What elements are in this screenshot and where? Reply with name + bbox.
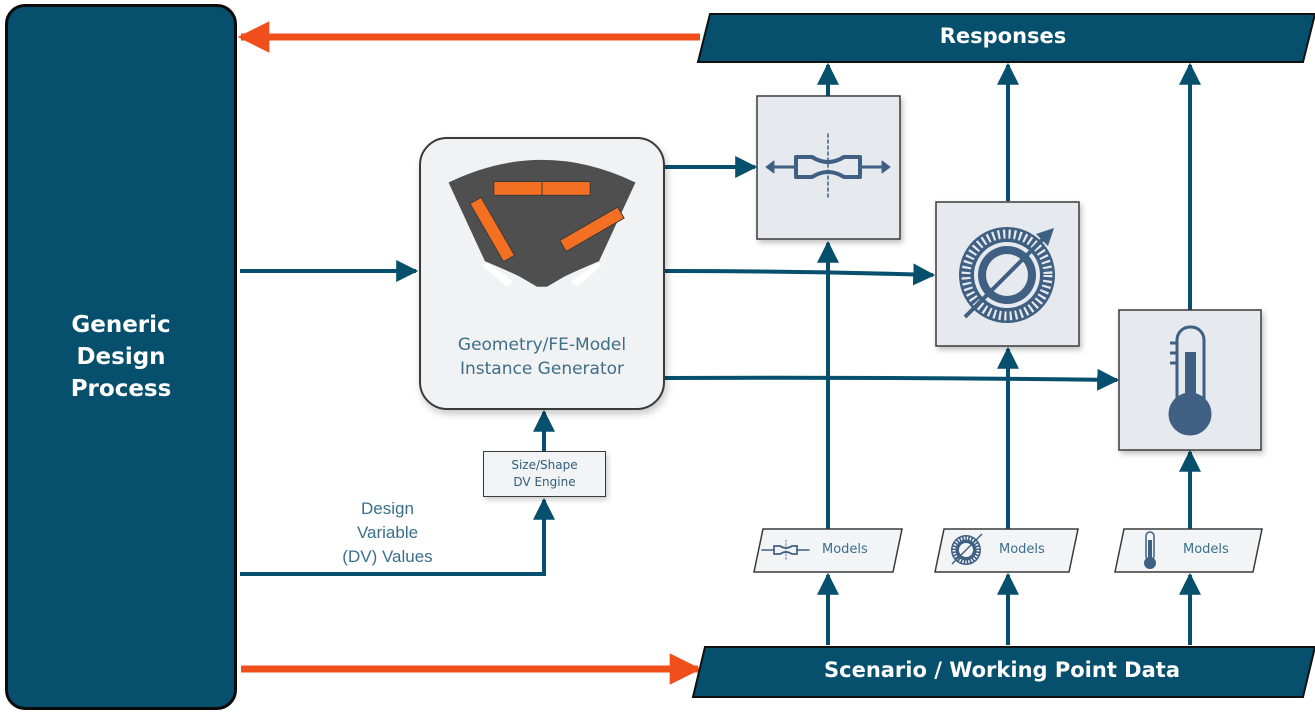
models-label-em: Models bbox=[999, 542, 1045, 557]
responses-banner bbox=[696, 13, 1315, 63]
scenario-banner bbox=[691, 646, 1315, 698]
generator-label: Geometry/FE-Model Instance Generator bbox=[457, 335, 627, 379]
models-label-stress: Models bbox=[822, 542, 868, 557]
generic-design-process-label: Generic Design Process bbox=[70, 312, 172, 402]
scenario-label: Scenario / Working Point Data bbox=[824, 658, 1180, 682]
dv-engine-label: Size/Shape DV Engine bbox=[511, 458, 578, 489]
design-variable-values-label: Design Variable (DV) Values bbox=[342, 499, 433, 566]
electromagnetic-icon bbox=[951, 533, 983, 565]
thermometer-icon bbox=[1168, 325, 1212, 436]
mechanical-stress-icon bbox=[761, 539, 810, 561]
rotor-geometry-icon bbox=[448, 159, 636, 287]
electromagnetic-icon bbox=[959, 227, 1055, 323]
mechanical-stress-icon bbox=[765, 133, 891, 201]
thermometer-icon bbox=[1144, 531, 1156, 569]
dv-engine-box: Size/Shape DV Engine bbox=[483, 451, 606, 497]
arrow-dv-to-engine bbox=[240, 497, 555, 576]
arrow-generator-to-thermal bbox=[664, 368, 1120, 391]
models-label-thermal: Models bbox=[1183, 542, 1229, 557]
geometry-generator-box: Geometry/FE-Model Instance Generator bbox=[419, 137, 665, 410]
generic-design-process-panel: Generic Design Process bbox=[5, 4, 237, 710]
responses-label: Responses bbox=[939, 24, 1067, 48]
arrow-generator-to-em bbox=[664, 263, 936, 286]
models-box-stress bbox=[753, 528, 903, 573]
